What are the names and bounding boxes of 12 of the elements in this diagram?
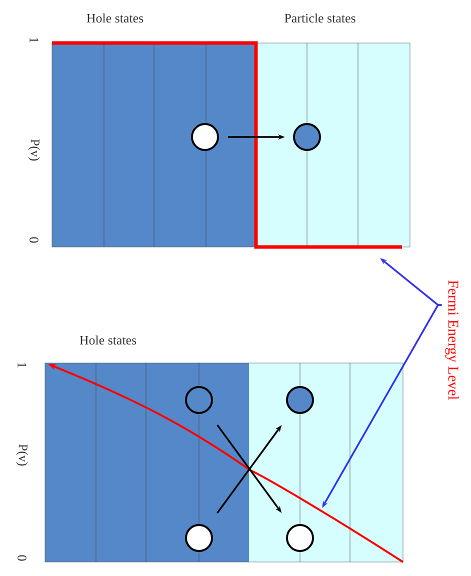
column-heading: Particle states [284,13,356,23]
fermi-label: Fermi Energy Level [445,280,459,400]
column-heading: Hole states [86,13,144,23]
column-heading: Hole states [80,335,136,345]
state-circle [185,524,213,552]
axis-tick-label: 1 [30,38,38,42]
axis-tick-label: 0 [30,237,38,243]
axis-tick-label: 0 [18,555,26,561]
axis-tick-label: 1 [18,362,26,368]
state-circle [286,524,314,552]
axis-label: P(v) [16,444,28,466]
axis-label: P(v) [28,139,40,161]
